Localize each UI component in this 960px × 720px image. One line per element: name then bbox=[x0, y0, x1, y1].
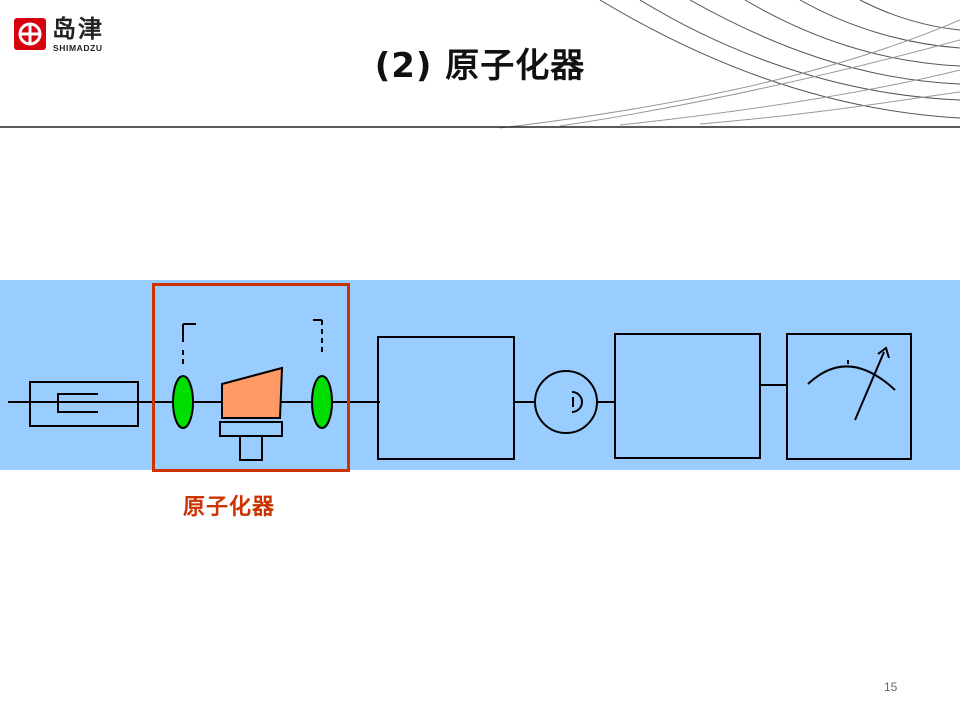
shimadzu-cross-circle-icon bbox=[14, 18, 46, 50]
brand-name-en: SHIMADZU bbox=[53, 43, 103, 53]
monochromator-box bbox=[377, 336, 515, 460]
diagram-background bbox=[0, 280, 960, 470]
burner-atomizer-icon bbox=[219, 366, 284, 461]
atomizer-caption: 原子化器 bbox=[183, 495, 276, 520]
lens-icon bbox=[311, 319, 333, 429]
amplifier-box bbox=[614, 333, 761, 459]
meter-readout-icon bbox=[786, 333, 912, 460]
header-decoration bbox=[0, 0, 960, 129]
detector-icon bbox=[534, 370, 598, 434]
shimadzu-logo: 岛津 SHIMADZU bbox=[14, 14, 124, 58]
optical-axis bbox=[8, 384, 787, 403]
page-number: 15 bbox=[884, 680, 898, 694]
atomizer-highlight-frame bbox=[152, 283, 350, 472]
lens-icon bbox=[172, 323, 196, 429]
brand-name-cn: 岛津 bbox=[52, 15, 104, 43]
slide-title: (2) 原子化器 bbox=[374, 46, 586, 86]
aas-schematic bbox=[8, 319, 912, 461]
hollow-cathode-lamp-icon bbox=[29, 381, 139, 427]
